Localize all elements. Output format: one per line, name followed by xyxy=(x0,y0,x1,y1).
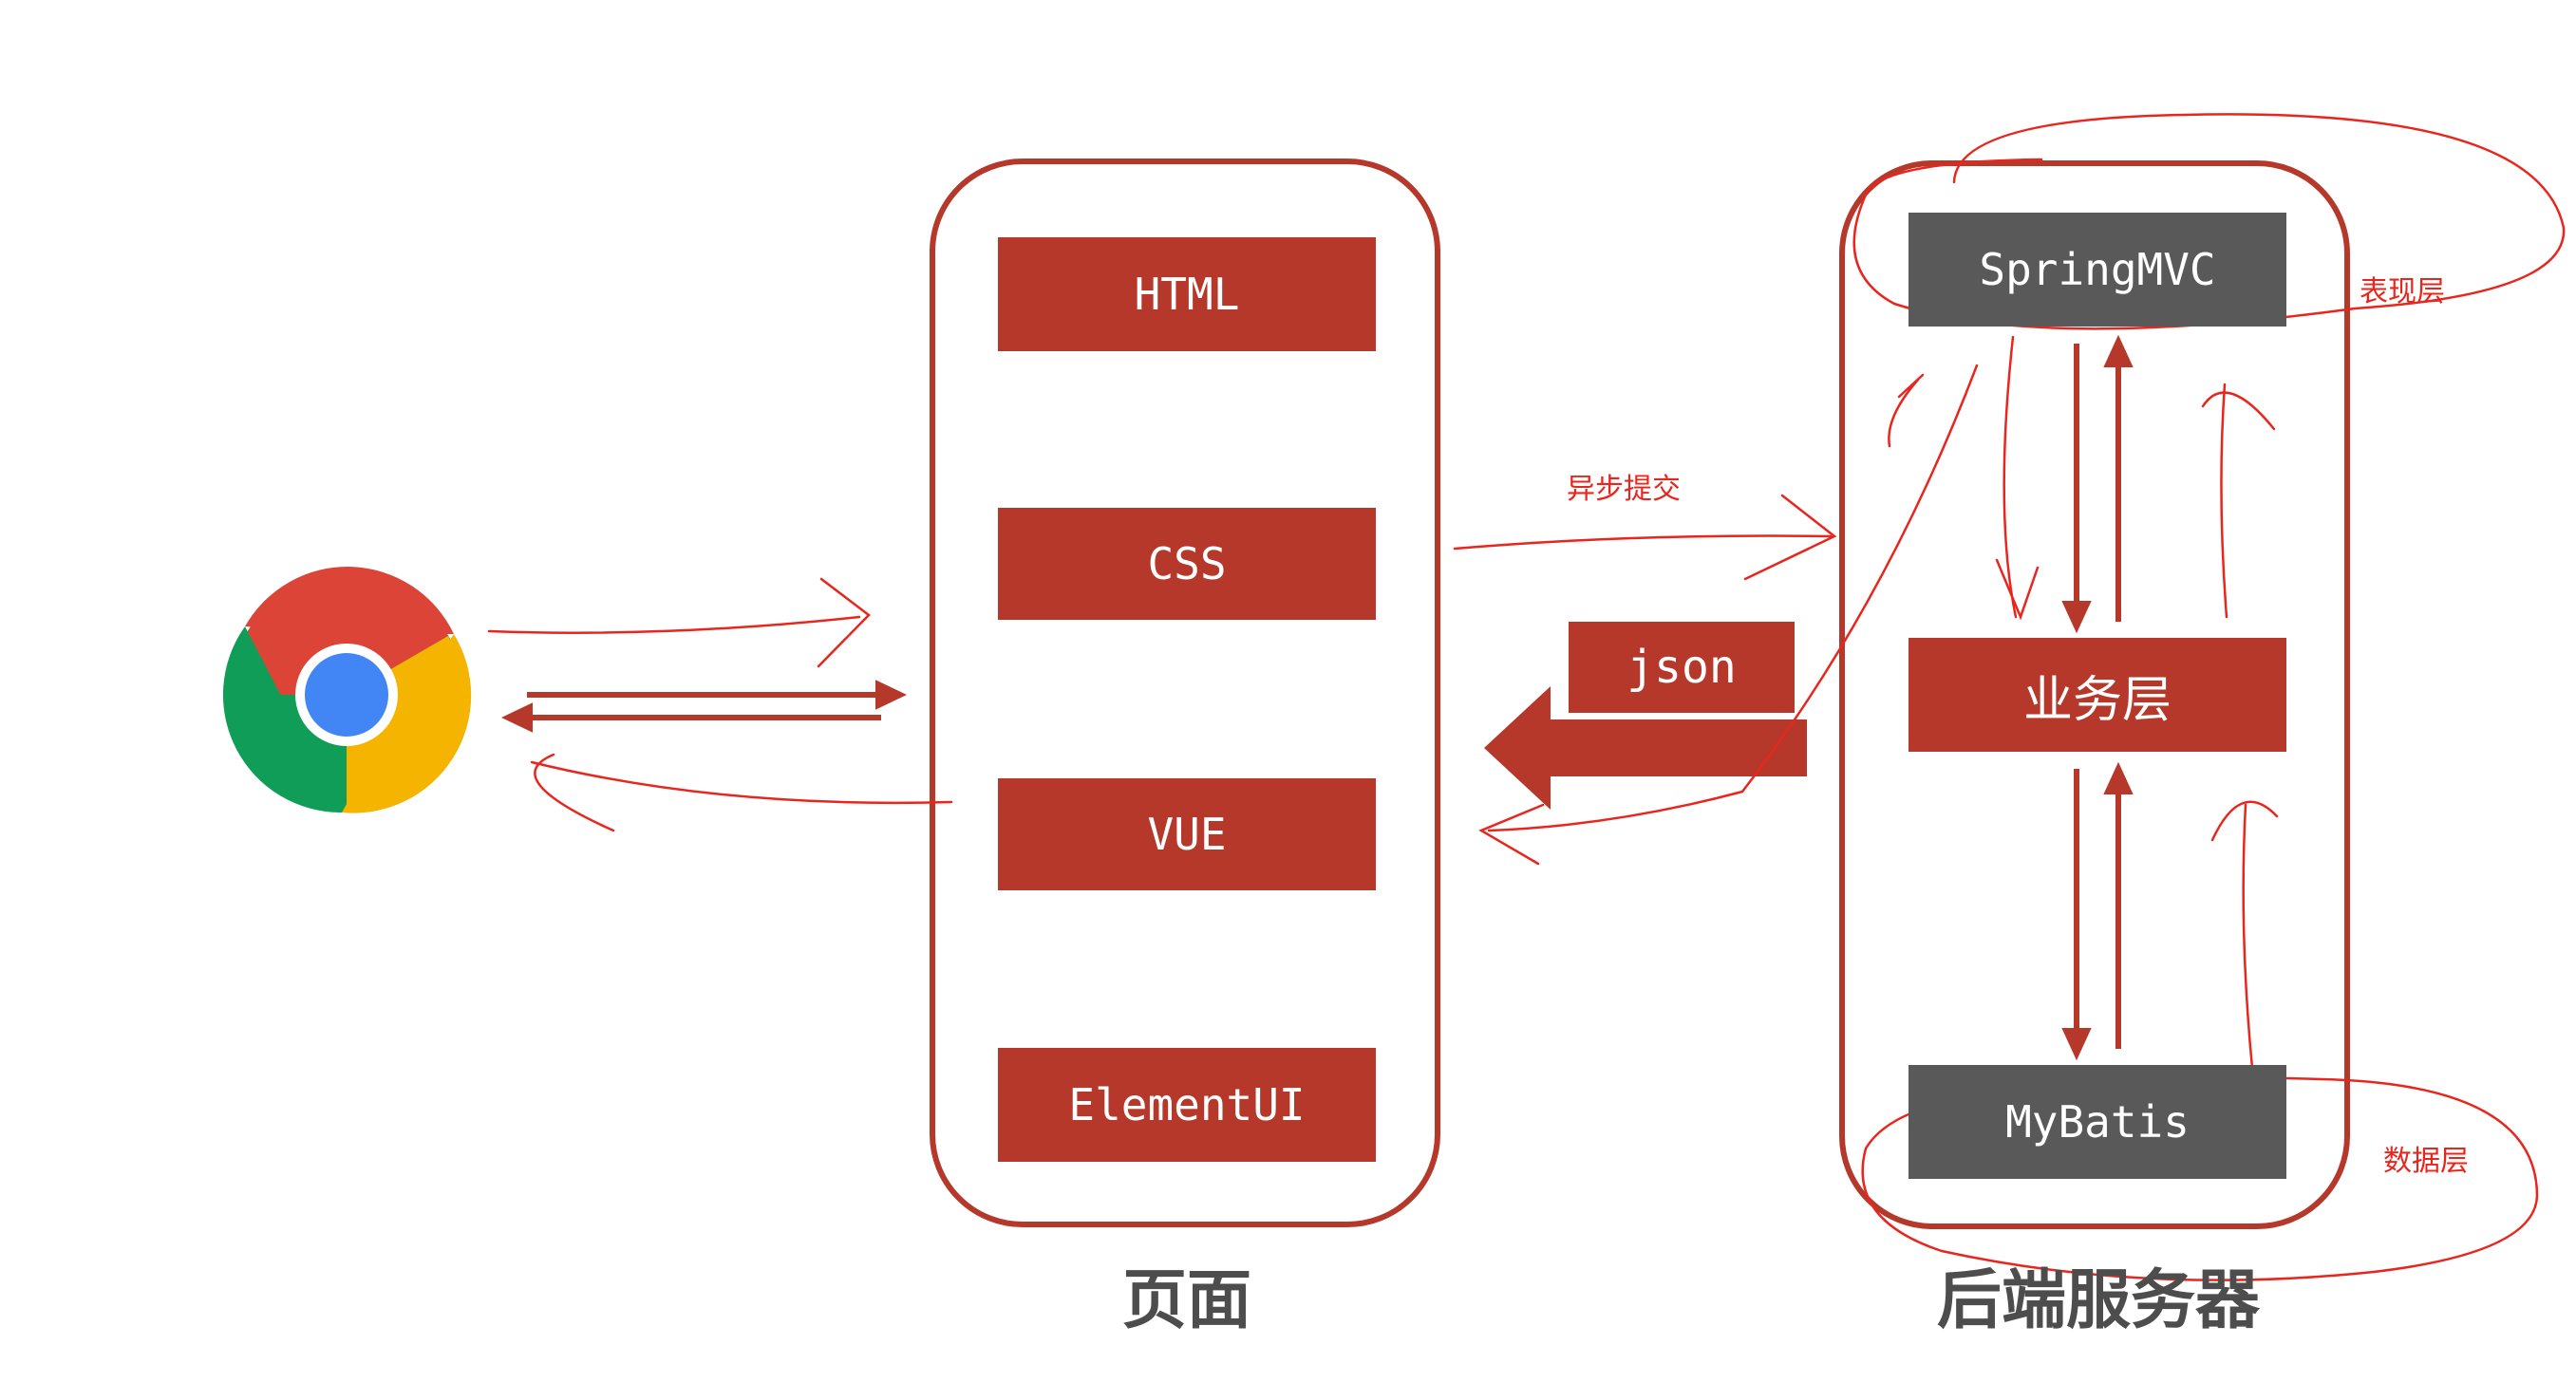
presentation-layer-note: 表现层 xyxy=(2360,275,2445,308)
request-stroke xyxy=(487,615,861,634)
return-stroke xyxy=(1487,364,1979,832)
data-layer-note: 数据层 xyxy=(2383,1145,2469,1178)
server-container xyxy=(1839,160,2350,1229)
data-up-stroke xyxy=(2242,803,2254,1070)
response-stroke xyxy=(530,760,953,805)
chrome-icon xyxy=(222,567,472,813)
data-loop xyxy=(1861,1076,2539,1281)
css-box: CSS xyxy=(998,508,1376,620)
html-box: HTML xyxy=(998,237,1376,351)
business-mybatis-arrows xyxy=(2061,761,2134,1061)
presentation-loop xyxy=(1852,113,2566,330)
business-layer-box: 业务层 xyxy=(1908,638,2286,752)
elementui-box: ElementUI xyxy=(998,1048,1376,1162)
page-caption: 页面 xyxy=(1121,1262,1251,1338)
async-submit-note: 异步提交 xyxy=(1567,473,1681,506)
down-stroke xyxy=(2003,335,2018,619)
json-label: json xyxy=(1569,622,1795,713)
json-response-arrow xyxy=(1484,686,1807,810)
springmvc-business-arrows xyxy=(2061,334,2134,634)
mybatis-box: MyBatis xyxy=(1908,1065,2286,1179)
springmvc-box: SpringMVC xyxy=(1908,213,2286,327)
hand-annotations xyxy=(487,113,2566,1281)
vue-box: VUE xyxy=(998,778,1376,890)
browser-page-arrows xyxy=(501,680,907,733)
async-submit-stroke xyxy=(1453,534,1833,551)
up-stroke xyxy=(2220,383,2228,619)
server-caption: 后端服务器 xyxy=(1936,1262,2260,1338)
page-container xyxy=(930,159,1440,1227)
